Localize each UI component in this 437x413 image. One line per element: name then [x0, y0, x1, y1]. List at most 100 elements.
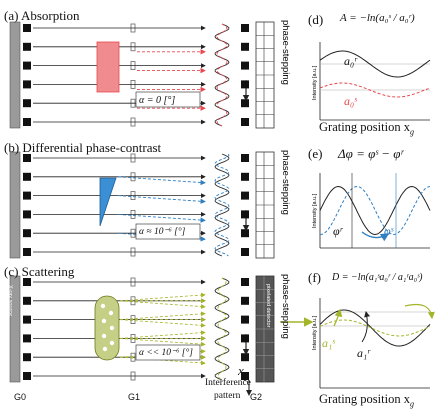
g2-block-b-5 — [241, 248, 249, 256]
g2-block-b-2 — [241, 191, 249, 200]
y-axis-label-f: Intensity [a.u.] — [312, 315, 318, 350]
g2-block-a-5 — [241, 118, 249, 126]
interference-sample-c — [217, 277, 227, 381]
g2-block-c-5 — [241, 372, 249, 380]
sample-scatterer — [94, 295, 120, 361]
xray-source-bar-c — [9, 275, 21, 383]
eq-absorption: A = −ln(a₀ˢ / a₀ʳ) — [340, 12, 415, 24]
g0-block-c-0 — [23, 278, 31, 286]
g2-block-c-2 — [241, 315, 249, 324]
graph-e-label: (e) — [308, 146, 323, 161]
scatter-ray-3-0 — [119, 330, 206, 339]
alpha-a: α = 0 [°] — [139, 95, 176, 106]
deflected-ray-b-3 — [117, 213, 206, 223]
y-axis-label-e: Intensity [a.u.] — [312, 193, 318, 228]
panel-a-title: (a) Absorption — [4, 8, 80, 23]
panel-b-title: (b) Differential phase-contrast — [4, 140, 162, 155]
sample-wedge — [99, 177, 117, 227]
g2-block-c-0 — [241, 278, 249, 286]
g0-block-a-0 — [23, 24, 31, 32]
g0-block-b-1 — [23, 172, 31, 181]
xg-label: xg — [238, 363, 248, 381]
g2-block-b-3 — [241, 210, 249, 219]
phase-stepping-b: phase-stepping — [280, 150, 291, 215]
graph-d-label: (d) — [308, 12, 324, 27]
y-axis-label-d: Intensity [a.u.] — [312, 65, 318, 100]
g2-block-b-0 — [241, 154, 249, 162]
g0-block-b-4 — [23, 229, 31, 238]
scatter-particle-6 — [102, 346, 108, 352]
alpha-box-a — [135, 91, 201, 108]
g2-block-b-4 — [241, 229, 249, 238]
g2-block-c-1 — [241, 296, 249, 305]
g0-block-c-1 — [23, 296, 31, 305]
interference-sample-a — [216, 23, 228, 127]
g0-block-b-0 — [23, 154, 31, 162]
curve-sample-e — [319, 185, 431, 236]
g0-block-c-3 — [23, 334, 31, 343]
g1-label: G1 — [128, 392, 141, 402]
phase-stepping-a: phase-stepping — [280, 20, 291, 85]
curve-sample-f — [319, 319, 431, 337]
sample-label-d: a₀ˢ — [344, 94, 357, 108]
scatter-ray-2-2 — [119, 319, 206, 328]
g0-label: G0 — [14, 392, 27, 402]
g0-block-a-3 — [23, 80, 31, 89]
panel-c-title: (c) Scattering — [4, 264, 75, 279]
g2-block-c-3 — [241, 334, 249, 343]
g2-block-a-1 — [241, 42, 249, 51]
g2-block-a-2 — [241, 61, 249, 70]
alpha-box-c — [135, 344, 201, 361]
curve-sample-d — [319, 82, 431, 98]
xray-source-label: X-ray source — [7, 285, 13, 317]
pattern-label: pattern — [214, 391, 241, 401]
interference-sample-b — [214, 153, 230, 257]
scatter-ray-3-2 — [119, 338, 206, 347]
dfi-arrow — [404, 303, 435, 320]
pixelated-detector-label: pixelated detector — [265, 284, 271, 328]
ref-label-f: a₁ʳ — [357, 346, 370, 360]
g0-block-a-1 — [23, 42, 31, 51]
ref-label-d: a₀ʳ — [344, 54, 357, 68]
curve-ref-d — [319, 50, 431, 78]
scatter-particle-1 — [108, 310, 114, 316]
g2-block-c-4 — [241, 353, 249, 362]
g0-block-c-5 — [23, 372, 31, 380]
g0-block-c-2 — [23, 315, 31, 324]
g2-block-b-1 — [241, 172, 249, 181]
alpha-box-b — [135, 223, 201, 240]
eq-scattering: D = −ln(a₁ˢa₀ʳ / a₁ʳa₀ˢ) — [332, 272, 423, 283]
sample-label-f: a₁ˢ — [322, 336, 335, 350]
g0-block-a-5 — [23, 118, 31, 126]
deflected-ray-b-2 — [117, 195, 206, 204]
curve-ref-f — [319, 309, 431, 347]
g2-block-a-0 — [241, 24, 249, 32]
xray-source-bar-a — [9, 21, 21, 129]
interference-label: Interference — [205, 378, 251, 388]
ref-label-e: φʳ — [333, 224, 343, 238]
scatter-ray-1-0 — [119, 292, 206, 302]
phase-shift-arrow — [361, 231, 390, 242]
phase-stepping-c: phase-stepping — [280, 274, 291, 339]
ref-amp-arrow — [361, 311, 371, 343]
x-axis-label-d: Grating position xg — [319, 120, 414, 137]
alpha-c: α << 10⁻⁶ [°] — [139, 348, 193, 358]
alpha-b: α ≈ 10⁻⁶ [°] — [139, 227, 186, 237]
g0-block-b-2 — [23, 191, 31, 200]
scatter-particle-5 — [109, 340, 115, 346]
x-axis-label-f: Grating position xg — [319, 392, 414, 409]
sample-label-e: φˢ — [384, 224, 394, 238]
g2-label: G2 — [250, 392, 263, 402]
g0-block-a-4 — [23, 99, 31, 108]
scatter-ray-2-0 — [119, 311, 206, 320]
interference-ref-b — [214, 153, 230, 257]
g2-block-a-3 — [241, 80, 249, 89]
scatter-ray-1-2 — [119, 300, 206, 309]
g0-block-b-5 — [23, 248, 31, 256]
eq-phase: Δφ = φˢ − φʳ — [338, 146, 404, 161]
g2-block-a-4 — [241, 99, 249, 108]
g0-block-c-4 — [23, 353, 31, 362]
scatter-particle-0 — [100, 303, 106, 309]
